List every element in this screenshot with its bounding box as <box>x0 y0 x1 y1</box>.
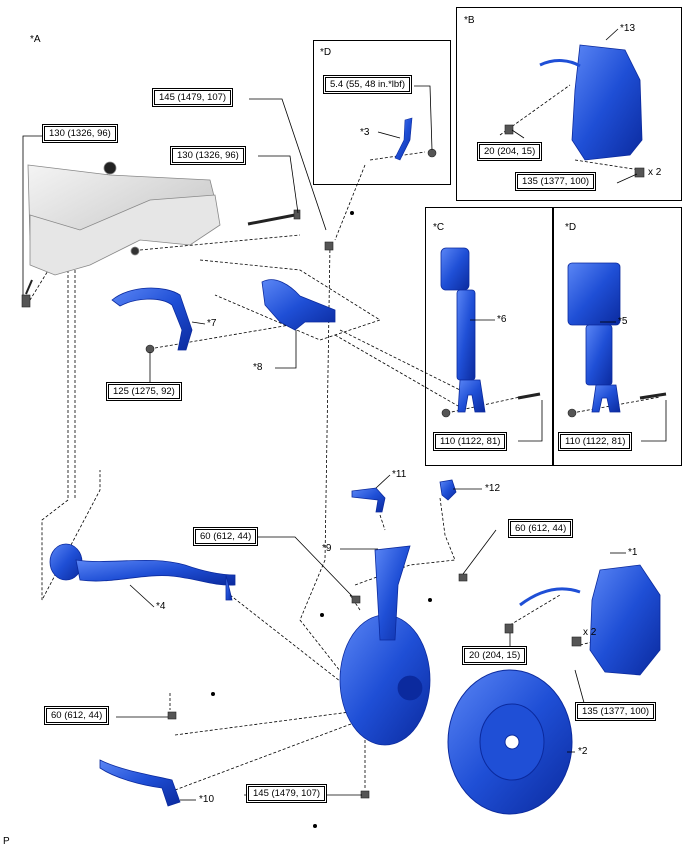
part-label-12: *12 <box>485 483 501 494</box>
torque-box: 145 (1479, 107) <box>246 784 328 803</box>
part-label-1: *1 <box>628 547 638 558</box>
quantity-x2-top: x 2 <box>648 167 662 178</box>
torque-box: 135 (1377, 100) <box>575 702 657 721</box>
part-label-6: *6 <box>497 314 507 325</box>
steering-knuckle <box>339 545 431 746</box>
leader-lines <box>22 28 667 801</box>
torque-value: 110 (1122, 81) <box>435 434 506 449</box>
torque-box: 110 (1122, 81) <box>433 432 508 451</box>
torque-value: 145 (1479, 107) <box>154 90 232 105</box>
torque-box: 135 (1377, 100) <box>515 172 597 191</box>
subframe <box>27 161 221 276</box>
torque-box: 60 (612, 44) <box>193 527 259 546</box>
torque-box: 130 (1326, 96) <box>170 146 246 165</box>
view-label-a: *A <box>30 34 41 45</box>
part-label-13: *13 <box>620 23 636 34</box>
torque-value: 130 (1326, 96) <box>172 148 244 163</box>
part-label-4: *4 <box>156 601 166 612</box>
part-label-3: *3 <box>360 127 370 138</box>
bolts <box>21 124 667 799</box>
torque-value: 60 (612, 44) <box>46 708 108 723</box>
torque-box: 60 (612, 44) <box>44 706 110 725</box>
view-label-c: *C <box>433 222 445 233</box>
stabilizer-link <box>111 287 193 351</box>
lower-arm <box>49 543 236 601</box>
shock-absorber-6 <box>440 247 486 413</box>
torque-box: 125 (1275, 92) <box>106 382 182 401</box>
torque-box: 20 (204, 15) <box>462 646 528 665</box>
panel-d-right <box>552 207 682 466</box>
bracket <box>394 117 413 161</box>
torque-box: 5.4 (55, 48 in.*lbf) <box>323 75 412 94</box>
part-label-8: *8 <box>253 362 263 373</box>
torque-value: 60 (612, 44) <box>195 529 257 544</box>
view-label-d-top: *D <box>320 47 332 58</box>
panel-d-top <box>313 40 451 185</box>
panel-b <box>456 7 682 201</box>
torque-box: 110 (1122, 81) <box>558 432 633 451</box>
part-label-5: *5 <box>618 316 628 327</box>
torque-value: 5.4 (55, 48 in.*lbf) <box>325 77 410 92</box>
torque-value: 135 (1377, 100) <box>517 174 595 189</box>
panel-c <box>425 207 554 466</box>
torque-value: 20 (204, 15) <box>464 648 526 663</box>
torque-value: 20 (204, 15) <box>479 144 541 159</box>
torque-box: 60 (612, 44) <box>508 519 574 538</box>
part-label-9: *9 <box>322 543 332 554</box>
torque-value: 60 (612, 44) <box>510 521 572 536</box>
torque-box: 145 (1479, 107) <box>152 88 234 107</box>
torque-value: 145 (1479, 107) <box>248 786 326 801</box>
quantity-x2-bottom: x 2 <box>583 627 597 638</box>
part-label-7: *7 <box>207 318 217 329</box>
torque-box: 130 (1326, 96) <box>42 124 118 143</box>
upper-arm <box>261 279 336 331</box>
view-label-d-right: *D <box>565 222 577 233</box>
part-label-2: *2 <box>578 746 588 757</box>
brake-caliper-13 <box>539 44 643 161</box>
corner-letter: P <box>3 836 10 847</box>
brake-caliper-1 <box>519 564 661 676</box>
tie-rod-ends <box>99 479 457 807</box>
torque-box: 20 (204, 15) <box>477 142 543 161</box>
torque-value: 125 (1275, 92) <box>108 384 180 399</box>
torque-value: 130 (1326, 96) <box>44 126 116 141</box>
shock-absorber-5 <box>567 262 621 413</box>
brake-disc <box>447 669 573 815</box>
part-label-11: *11 <box>392 469 407 480</box>
torque-value: 135 (1377, 100) <box>577 704 655 719</box>
view-label-b: *B <box>464 15 475 26</box>
part-label-10: *10 <box>199 794 215 805</box>
torque-value: 110 (1122, 81) <box>560 434 631 449</box>
clip-markers <box>211 211 432 828</box>
